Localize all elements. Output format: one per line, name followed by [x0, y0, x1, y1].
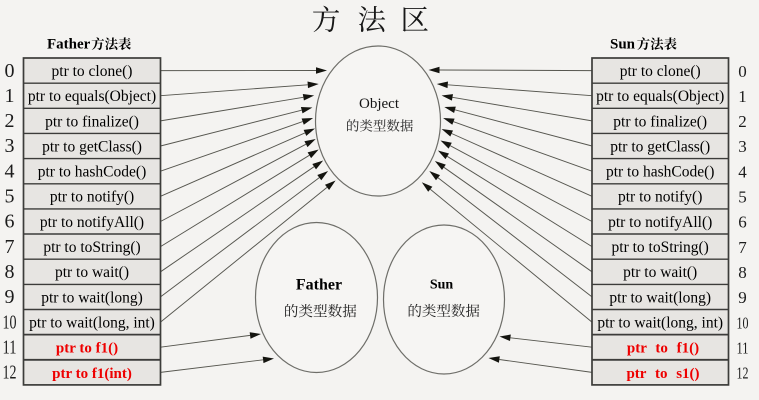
svg-text:ptr to notifyAll(): ptr to notifyAll(): [608, 214, 712, 231]
svg-text:11: 11: [3, 336, 17, 358]
svg-text:Sun: Sun: [610, 37, 636, 53]
svg-text:ptr to toString(): ptr to toString(): [612, 239, 709, 256]
svg-text:ptr to finalize(): ptr to finalize(): [613, 113, 707, 130]
svg-text:7: 7: [738, 238, 747, 257]
svg-text:1: 1: [738, 87, 747, 106]
svg-text:5: 5: [738, 188, 747, 207]
svg-text:2: 2: [738, 112, 747, 131]
svg-text:ptr to notify(): ptr to notify(): [50, 189, 134, 206]
svg-text:ptr to notify(): ptr to notify(): [618, 189, 702, 206]
svg-text:ptr to notifyAll(): ptr to notifyAll(): [40, 214, 144, 231]
svg-text:5: 5: [5, 186, 15, 208]
svg-text:11: 11: [737, 338, 749, 357]
svg-text:Sun: Sun: [430, 278, 454, 293]
svg-text:8: 8: [5, 261, 15, 283]
svg-text:Father: Father: [296, 276, 342, 293]
svg-text:8: 8: [738, 263, 747, 282]
svg-text:ptr to f1(): ptr to f1(): [627, 341, 699, 357]
svg-text:10: 10: [737, 313, 749, 332]
svg-text:2: 2: [5, 110, 15, 132]
svg-text:4: 4: [5, 160, 15, 182]
svg-text:9: 9: [738, 288, 747, 307]
svg-text:ptr to wait(long): ptr to wait(long): [609, 289, 711, 306]
svg-text:1: 1: [5, 85, 15, 107]
svg-text:Father: Father: [47, 37, 91, 53]
svg-text:ptr to getClass(): ptr to getClass(): [42, 138, 142, 155]
svg-text:ptr to hashCode(): ptr to hashCode(): [606, 164, 714, 181]
svg-text:ptr to finalize(): ptr to finalize(): [45, 113, 139, 130]
svg-text:12: 12: [3, 362, 17, 384]
svg-text:Object: Object: [359, 96, 400, 112]
svg-text:ptr to wait(): ptr to wait(): [55, 264, 129, 281]
svg-text:ptr to equals(Object): ptr to equals(Object): [596, 88, 724, 105]
svg-text:10: 10: [3, 311, 17, 333]
svg-text:12: 12: [737, 364, 749, 383]
svg-text:ptr to equals(Object): ptr to equals(Object): [28, 88, 156, 105]
svg-text:ptr to wait(long): ptr to wait(long): [41, 289, 143, 306]
svg-text:ptr to clone(): ptr to clone(): [620, 63, 701, 80]
svg-text:3: 3: [5, 135, 15, 157]
svg-text:ptr to toString(): ptr to toString(): [43, 239, 140, 256]
svg-text:3: 3: [738, 137, 747, 156]
svg-text:4: 4: [738, 162, 747, 181]
svg-text:7: 7: [5, 236, 15, 258]
svg-text:ptr to hashCode(): ptr to hashCode(): [38, 164, 146, 181]
svg-text:ptr to clone(): ptr to clone(): [52, 63, 133, 80]
svg-text:6: 6: [738, 213, 747, 232]
svg-text:6: 6: [5, 211, 15, 233]
svg-text:0: 0: [738, 62, 747, 81]
svg-text:0: 0: [5, 60, 15, 82]
svg-text:ptr to wait(long, int): ptr to wait(long, int): [29, 315, 155, 332]
svg-text:ptr to s1(): ptr to s1(): [626, 366, 699, 382]
svg-text:ptr to wait(long, int): ptr to wait(long, int): [597, 315, 723, 332]
svg-text:9: 9: [5, 286, 15, 308]
svg-text:ptr to f1(): ptr to f1(): [56, 341, 118, 357]
svg-text:ptr to getClass(): ptr to getClass(): [610, 138, 710, 155]
svg-text:ptr to f1(int): ptr to f1(int): [52, 366, 132, 382]
svg-text:ptr to wait(): ptr to wait(): [623, 264, 697, 281]
